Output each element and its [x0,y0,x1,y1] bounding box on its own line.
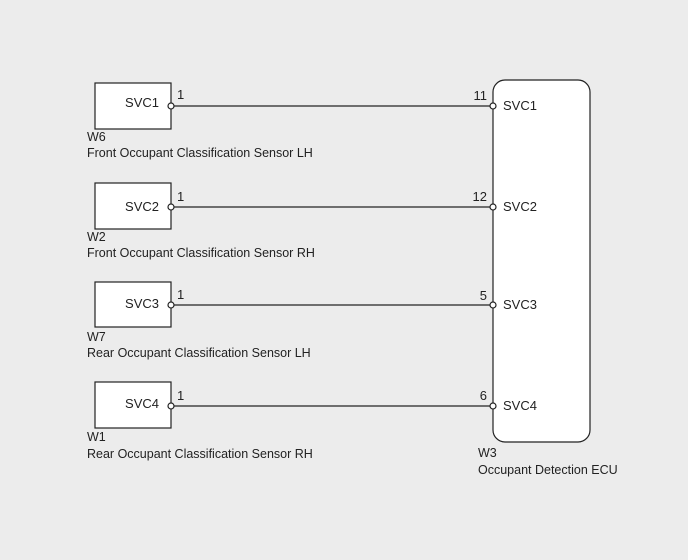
sensor-pin-1 [167,102,175,110]
ecu-pin-2 [489,203,497,211]
sensor-pin-number-1: 1 [177,87,184,102]
sensor-name-2: Front Occupant Classification Sensor RH [87,246,315,260]
sensor-row-2: SVC2 1 12 SVC2 W2 Front Occupant Classif… [87,182,537,260]
sensor-code-4: W1 [87,430,106,444]
sensor-box-4 [94,381,172,429]
sensor-row-3: SVC3 1 5 SVC3 W7 Rear Occupant Classific… [87,281,537,360]
sensor-row-1: SVC1 1 11 SVC1 W6 Front Occupant Classif… [87,82,537,160]
sensor-box-label-4: SVC4 [125,396,159,411]
sensor-name-4: Rear Occupant Classification Sensor RH [87,447,313,461]
sensor-code-3: W7 [87,330,106,344]
sensor-box-label-2: SVC2 [125,199,159,214]
ecu-box [492,79,591,443]
sensor-box-1 [94,82,172,130]
ecu-pin-number-2: 12 [473,189,487,204]
sensor-pin-number-4: 1 [177,388,184,403]
ecu-name: Occupant Detection ECU [478,463,618,477]
sensor-pin-4 [167,402,175,410]
ecu-terminal-label-2: SVC2 [503,199,537,214]
sensor-row-4: SVC4 1 6 SVC4 W1 Rear Occupant Classific… [87,381,537,461]
ecu-terminal-label-1: SVC1 [503,98,537,113]
sensor-box-2 [94,182,172,230]
ecu-pin-number-4: 6 [480,388,487,403]
sensor-code-2: W2 [87,230,106,244]
ecu-pin-4 [489,402,497,410]
sensor-pin-number-2: 1 [177,189,184,204]
sensor-code-1: W6 [87,130,106,144]
ecu-pin-3 [489,301,497,309]
sensor-box-label-3: SVC3 [125,296,159,311]
ecu-terminal-label-3: SVC3 [503,297,537,312]
ecu-code: W3 [478,446,497,460]
sensor-box-label-1: SVC1 [125,95,159,110]
ecu-pin-1 [489,102,497,110]
sensor-name-3: Rear Occupant Classification Sensor LH [87,346,311,360]
sensor-pin-2 [167,203,175,211]
sensor-name-1: Front Occupant Classification Sensor LH [87,146,313,160]
ecu-pin-number-1: 11 [474,88,488,103]
sensor-pin-3 [167,301,175,309]
sensor-box-3 [94,281,172,328]
ecu-pin-number-3: 5 [480,288,487,303]
sensor-pin-number-3: 1 [177,287,184,302]
ecu-terminal-label-4: SVC4 [503,398,537,413]
